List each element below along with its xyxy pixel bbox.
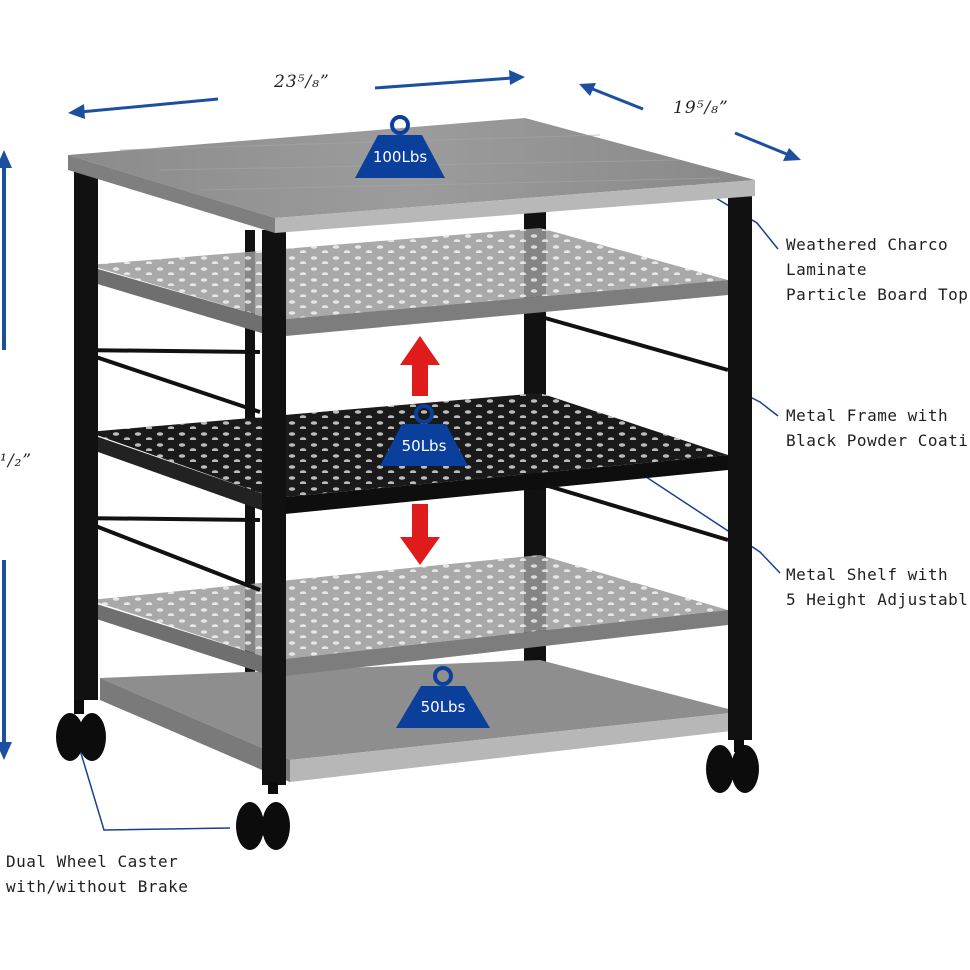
height-adjust-arrows [400, 336, 440, 565]
callout-top-board: Weathered Charco Laminate Particle Board… [786, 235, 969, 304]
caster-wheels [56, 700, 759, 850]
weight-badge-top [355, 115, 445, 178]
weight-badge-middle [380, 404, 468, 466]
depth-dimension: 19⁵/₈” [673, 98, 729, 118]
width-dimension: 23⁵/₈” [274, 72, 330, 92]
dimension-arrows [0, 70, 801, 760]
weight-label-top: 100Lbs [372, 148, 428, 166]
callout-frame: Metal Frame with Black Powder Coati [786, 406, 969, 450]
callout-shelf: Metal Shelf with 5 Height Adjustabl [786, 565, 969, 609]
weight-label-bottom: 50Lbs [420, 698, 466, 716]
height-dimension: ¹/₂” [0, 451, 33, 471]
weight-badge-bottom [396, 666, 490, 728]
weight-label-middle: 50Lbs [401, 437, 447, 455]
callout-caster: Dual Wheel Caster with/without Brake [6, 852, 189, 896]
